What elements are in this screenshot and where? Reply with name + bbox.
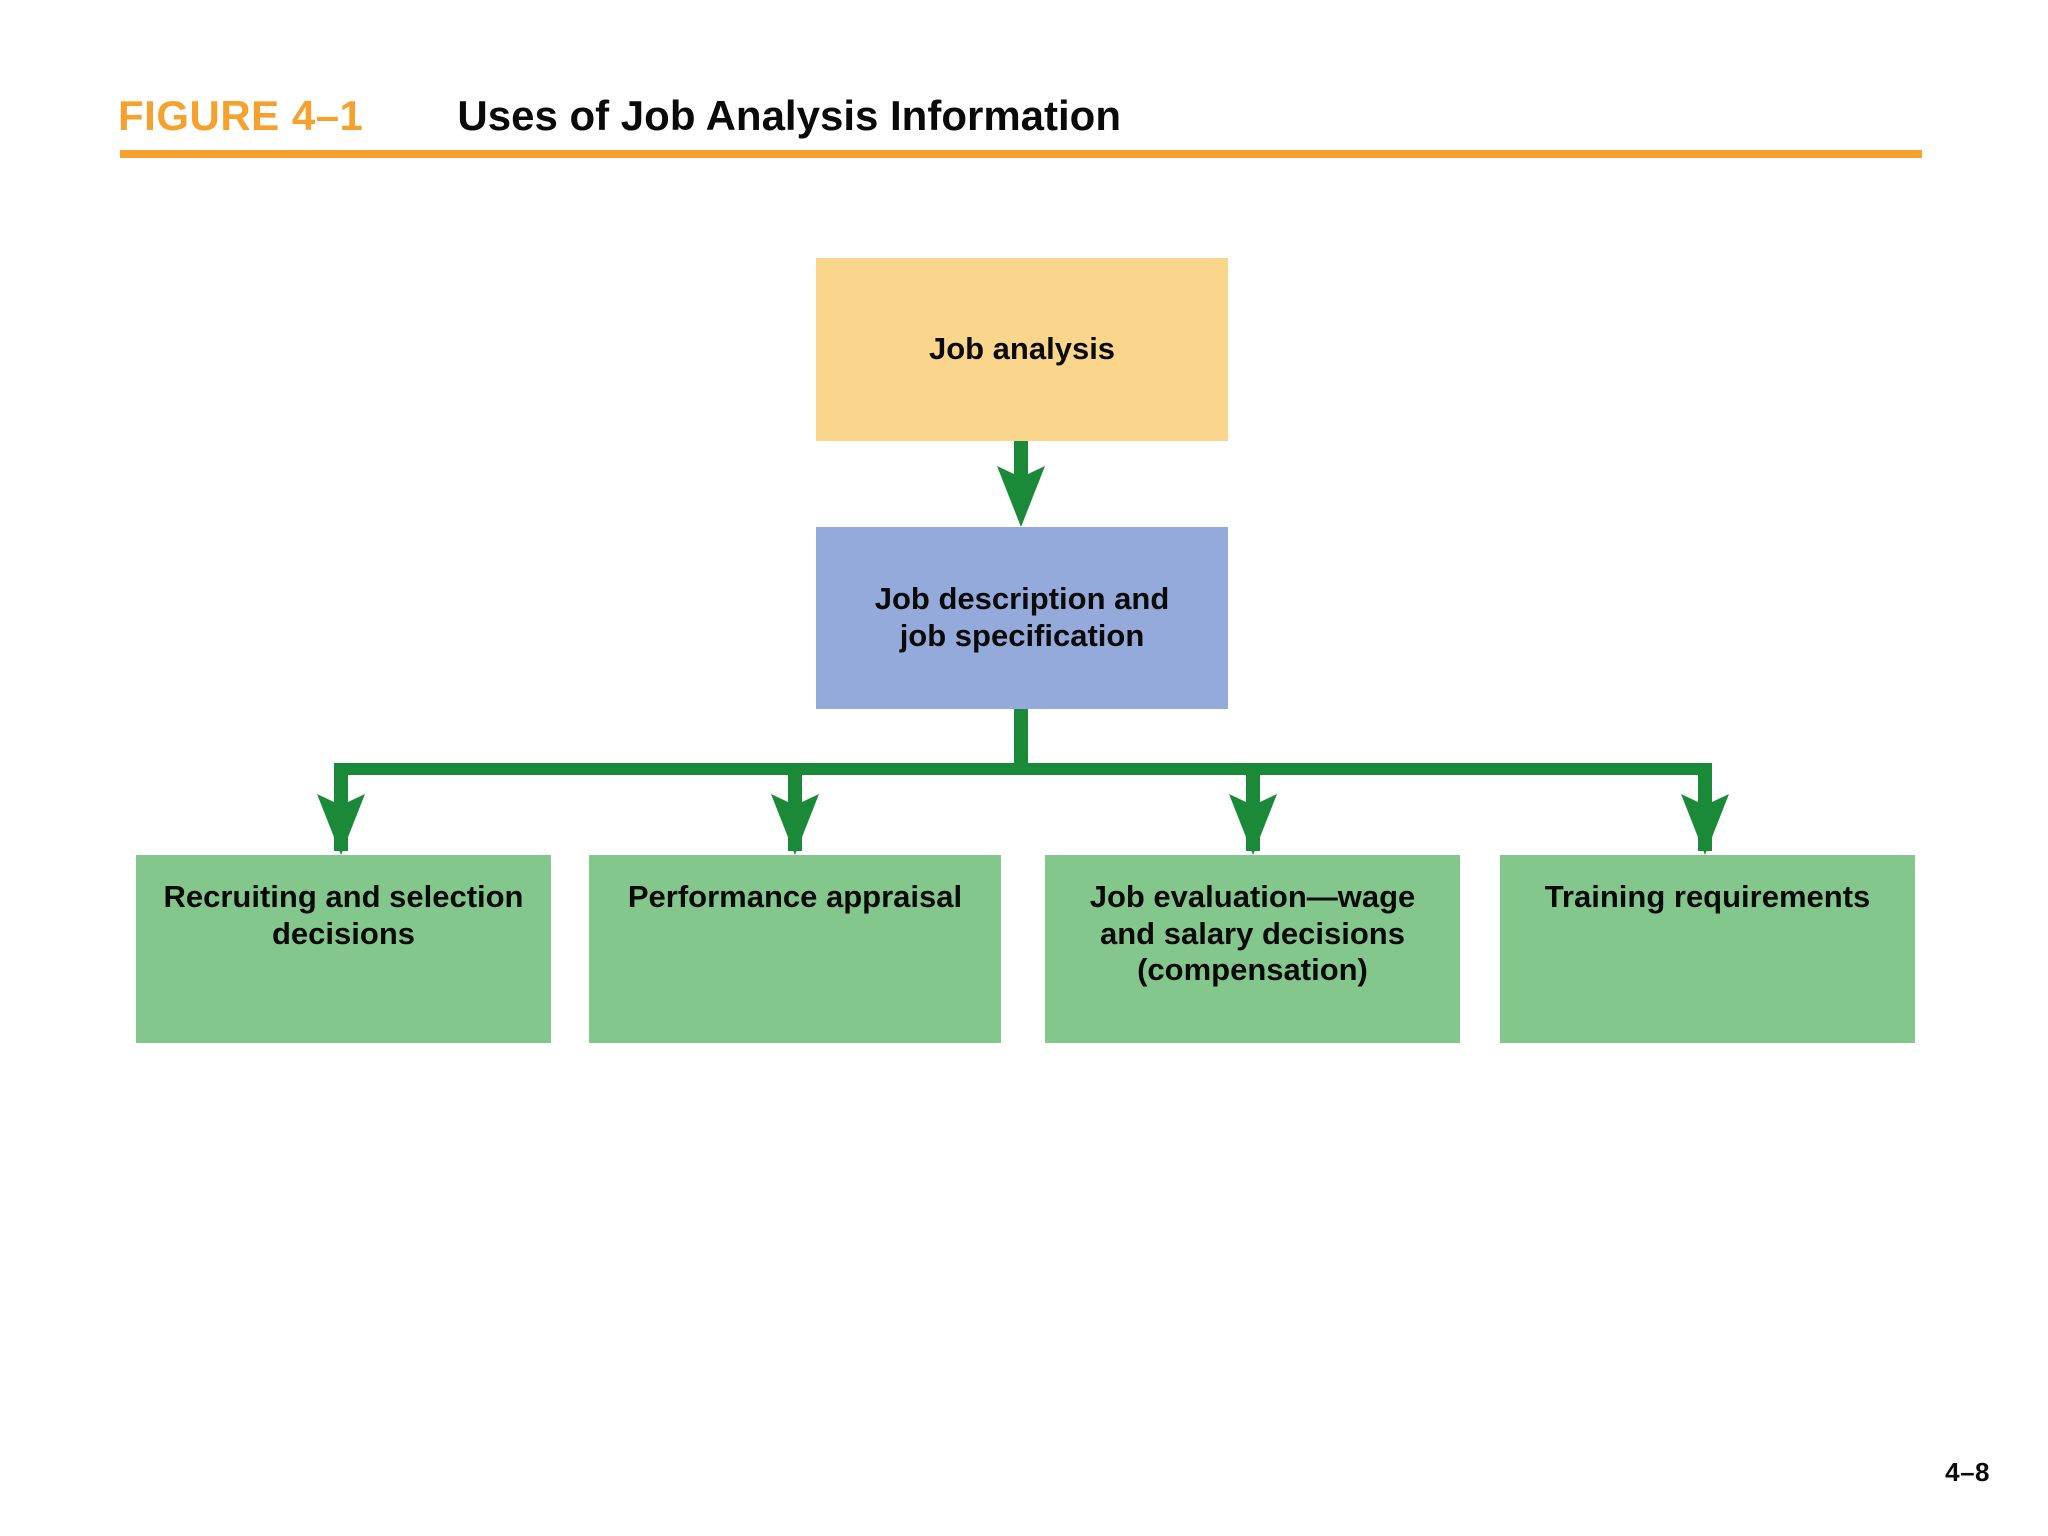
flow-node-label: Recruiting and selection decisions: [163, 879, 524, 951]
flow-node-label: Job evaluation—wage and salary decisions…: [1089, 879, 1416, 988]
flow-node-job-description: Job description and job specification: [816, 527, 1228, 709]
flow-node-label: Job description and job specification: [874, 581, 1170, 653]
flow-node-job-evaluation: Job evaluation—wage and salary decisions…: [1045, 855, 1460, 1043]
flow-node-label: Training requirements: [1544, 879, 1871, 914]
flow-node-label: Performance appraisal: [627, 879, 963, 914]
flow-node-recruiting-and-selection: Recruiting and selection decisions: [136, 855, 551, 1043]
slide-page-number: 4–8: [1945, 1457, 1990, 1487]
figure-label: FIGURE 4–1: [118, 92, 364, 139]
flow-node-job-analysis: Job analysis: [816, 258, 1228, 441]
flow-node-label: Job analysis: [928, 331, 1116, 367]
edge-to-performance: [771, 763, 819, 855]
flow-node-performance-appraisal: Performance appraisal: [589, 855, 1001, 1043]
flow-node-training-requirements: Training requirements: [1500, 855, 1915, 1043]
edge-job-analysis-to-job-description: [997, 441, 1045, 527]
figure-header: FIGURE 4–1 Uses of Job Analysis Informati…: [118, 92, 1924, 152]
edge-trunk-job-description: [1014, 709, 1028, 769]
edge-to-recruiting: [317, 763, 365, 855]
header-divider: [120, 150, 1922, 158]
page-title: Uses of Job Analysis Information: [457, 92, 1121, 139]
edge-to-training: [1681, 763, 1729, 855]
edge-distribution-bus: [334, 763, 1710, 775]
edge-to-job-evaluation: [1229, 763, 1277, 855]
